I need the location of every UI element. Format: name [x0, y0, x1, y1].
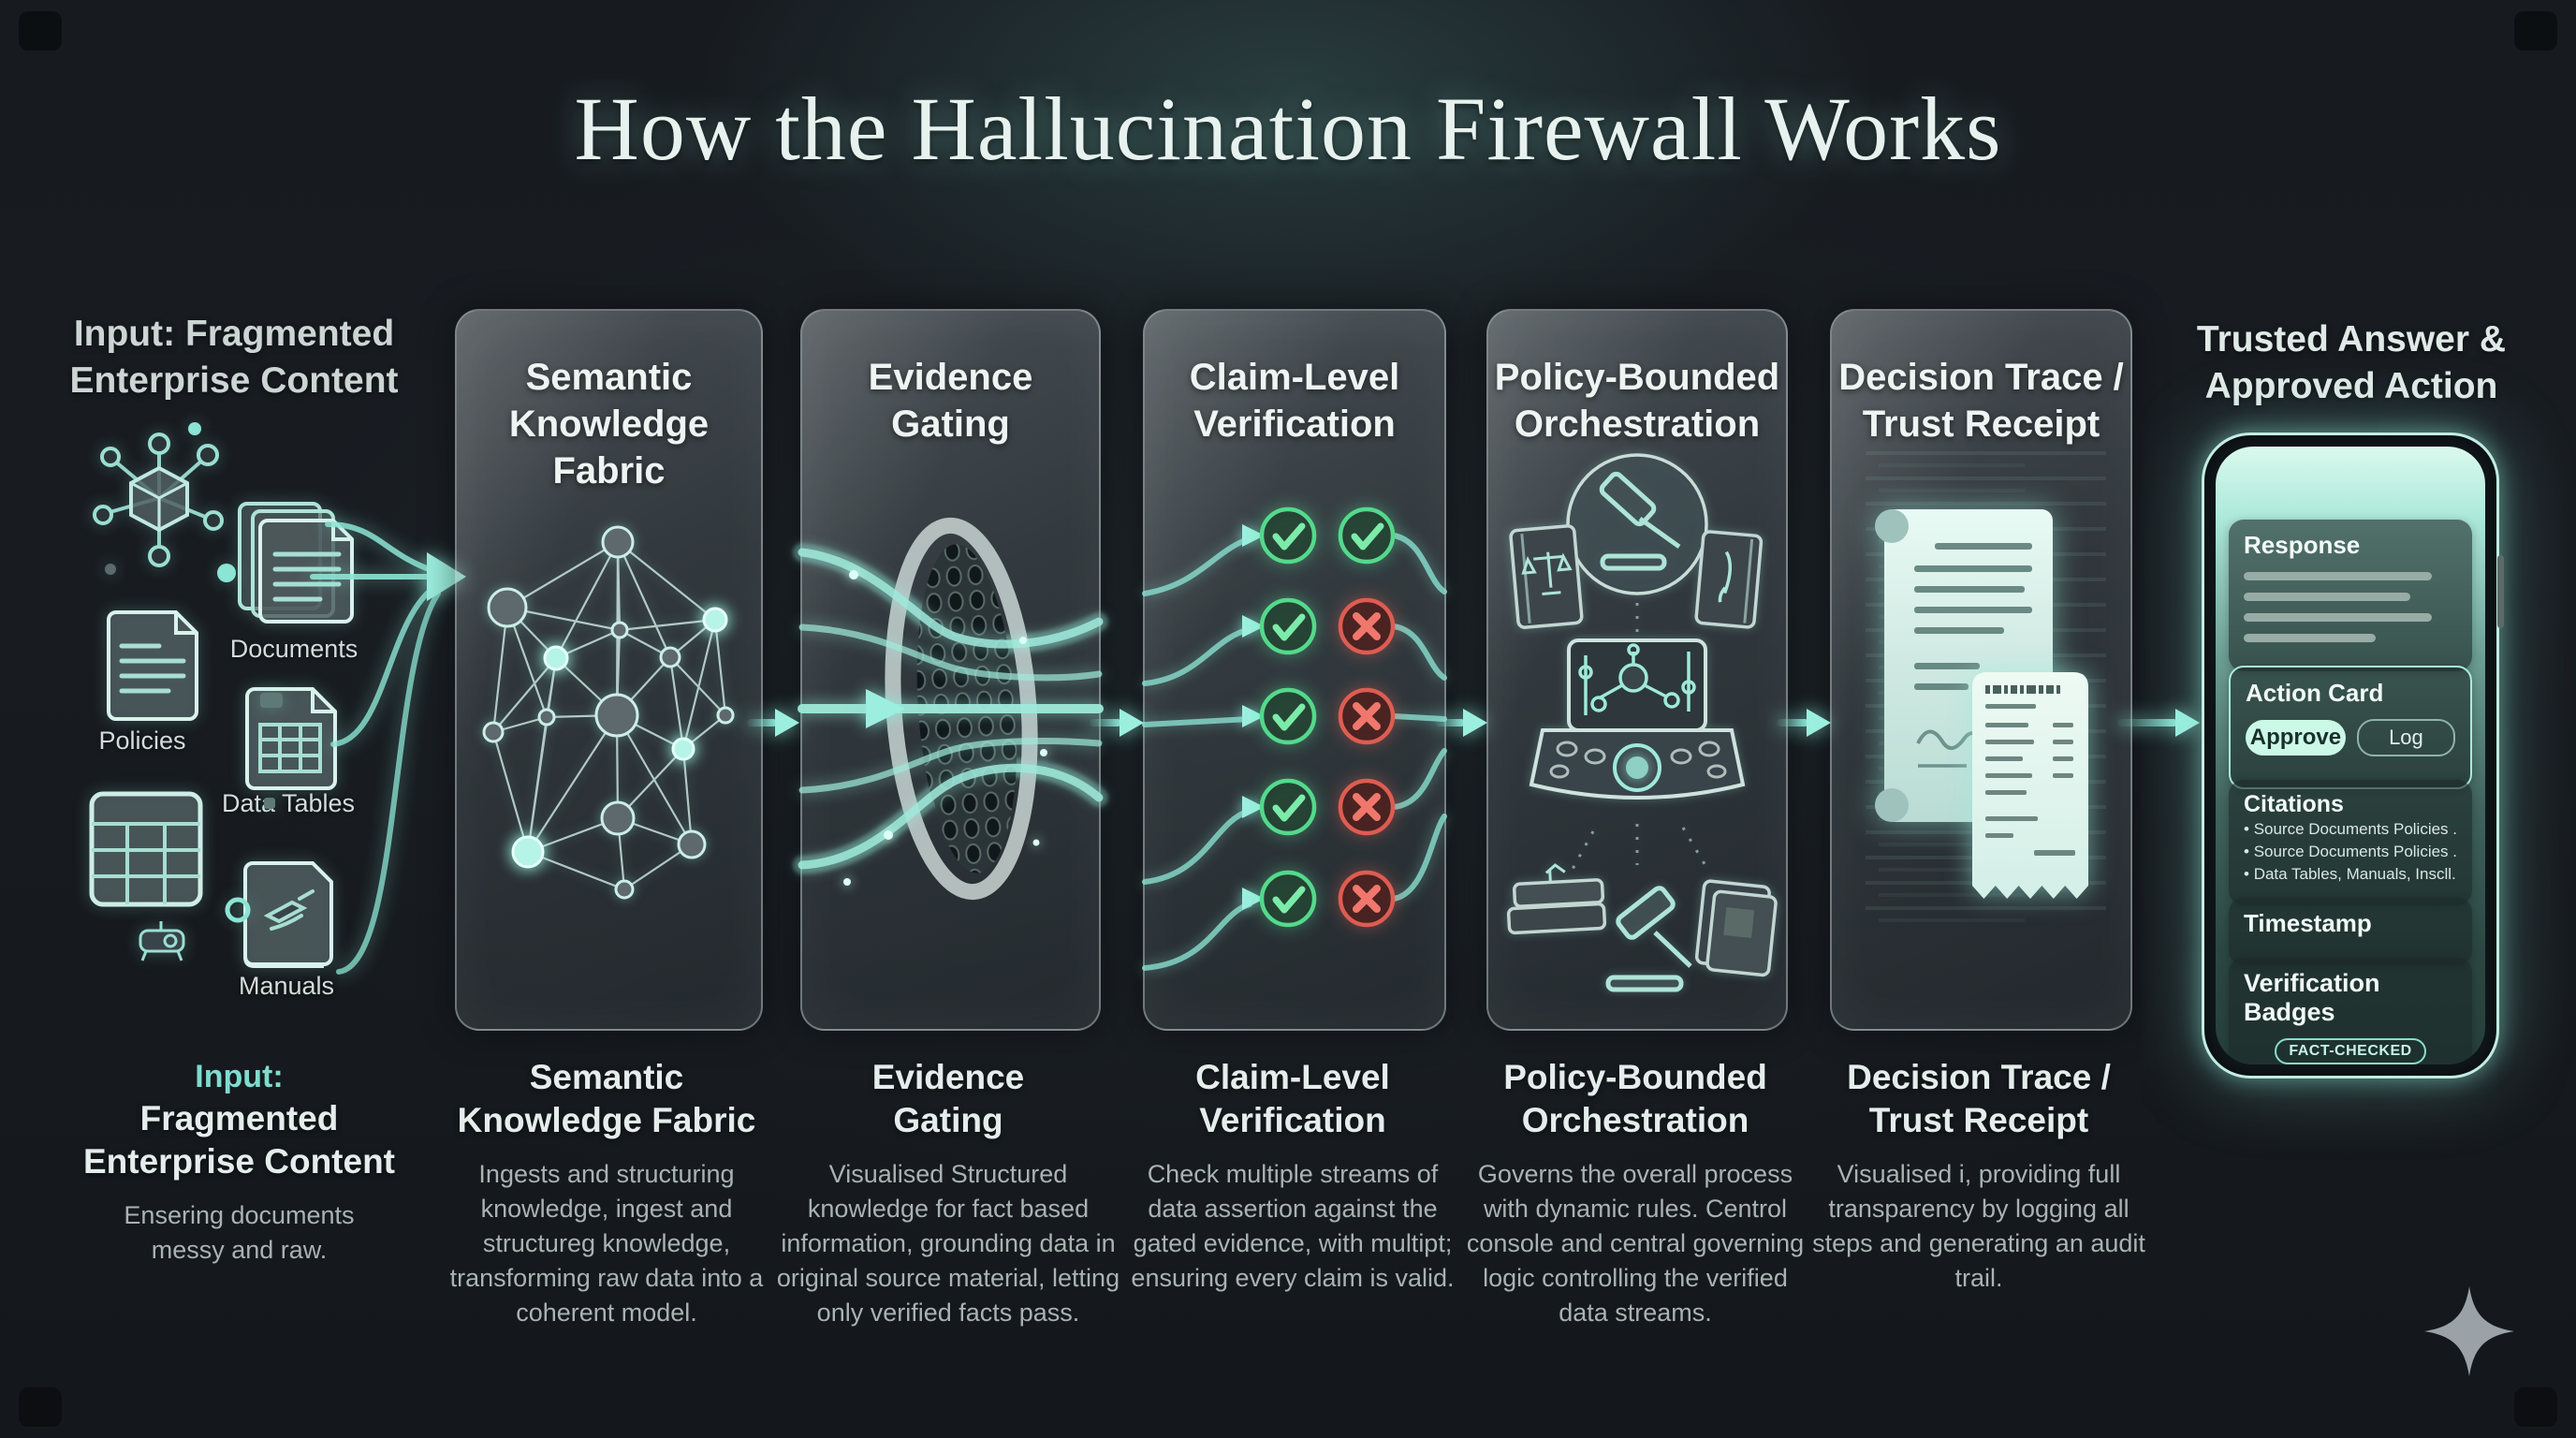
documents-label: Documents [229, 635, 359, 663]
input-caption-kicker: Input: [195, 1059, 284, 1094]
corner-chip [2514, 11, 2557, 51]
citation-item: • Source Documents Policies ... [2244, 820, 2457, 838]
policies-label: Policies [98, 726, 186, 755]
page-title: How the Hallucination Firewall Works [574, 79, 2002, 179]
trusted-answer-phone: Response Action Card Approve Log Citatio… [2202, 433, 2504, 1078]
manuals-label: Manuals [238, 972, 335, 1000]
input-converge-arrows [310, 521, 466, 975]
manuals-book-icon [243, 861, 333, 968]
knowledge-graph-illustration [482, 525, 735, 900]
projector-icon [139, 921, 185, 961]
input-caption-desc: Ensering documents messy and raw. [124, 1201, 355, 1264]
corner-chip [19, 1387, 62, 1427]
output-section-header: Trusted Answer &Approved Action [2196, 319, 2507, 406]
verification-badges-card: Verification Badges FACT-CHECKED POLICY-… [2229, 958, 2472, 1064]
log-button[interactable]: Log [2356, 719, 2455, 756]
claim-verification-illustration [1142, 311, 1447, 971]
response-line [2244, 613, 2432, 622]
citations-card: Citations • Source Documents Policies ..… [2229, 780, 2472, 905]
approve-button[interactable]: Approve [2246, 720, 2346, 756]
knowledge-cube-icon [93, 433, 224, 567]
timestamp-card: Timestamp [2229, 898, 2472, 965]
sparkle-icon [2424, 1286, 2514, 1376]
policies-doc-icon [107, 610, 198, 721]
orchestration-console-illustration [1506, 453, 1778, 992]
timestamp-label: Timestamp [2244, 909, 2372, 937]
corner-chip [19, 11, 62, 51]
flow-arrow-2 [1090, 719, 1121, 726]
action-card-label: Action Card [2246, 679, 2384, 707]
stage-card-decision-trace: Decision Trace /Trust Receipt [1830, 309, 2132, 1031]
phone-side-button[interactable] [2497, 555, 2504, 628]
verification-badges-label: Verification Badges [2244, 969, 2380, 1026]
action-card: Action Card Approve Log [2229, 666, 2472, 789]
caption-decision-trace: Decision Trace /Trust Receipt Visualised… [1812, 1058, 2145, 1292]
response-line [2244, 634, 2377, 642]
citation-item: • Source Documents Policies ... [2244, 843, 2457, 860]
flow-arrow-3 [1435, 719, 1465, 726]
corner-chip [2514, 1387, 2557, 1427]
citation-item: • Data Tables, Manuals, Inscll... [2244, 865, 2457, 883]
response-line [2244, 593, 2410, 601]
scroll-receipt-illustration [1875, 509, 2088, 899]
citations-label: Citations [2244, 791, 2344, 817]
table-grid-icon [89, 791, 203, 907]
stage-card-title: Decision Trace /Trust Receipt [1838, 357, 2124, 445]
response-line [2244, 572, 2432, 580]
scatter-dots [105, 422, 283, 923]
flow-arrow-4 [1777, 719, 1808, 726]
flow-arrow-1 [747, 719, 777, 726]
response-card: Response [2229, 520, 2472, 671]
input-section-header: Input: Fragmented Enterprise Content [69, 314, 399, 401]
data-tables-label: Data Tables [221, 789, 356, 817]
documents-stack-icon [238, 502, 354, 624]
badge-fact-checked: FACT-CHECKED [2275, 1038, 2426, 1064]
phone-screen: Response Action Card Approve Log Citatio… [2216, 447, 2485, 1064]
flow-arrow-5 [2117, 719, 2177, 726]
response-label: Response [2244, 531, 2361, 559]
filter-mesh-illustration [793, 517, 1108, 901]
data-table-file-icon [245, 687, 337, 790]
